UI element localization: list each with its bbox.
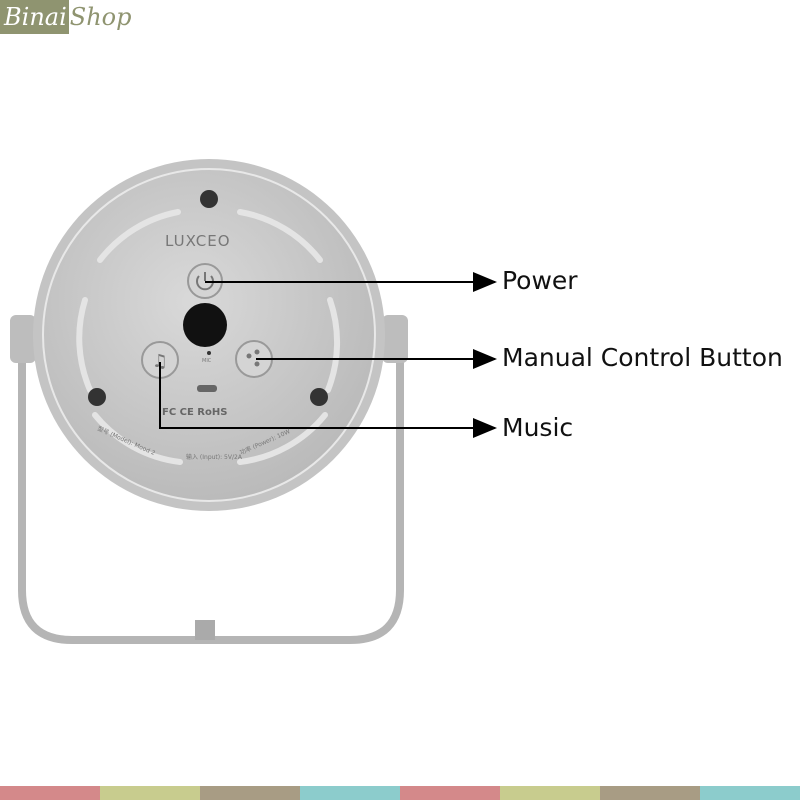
logo-part1: Binai	[0, 0, 69, 34]
callout-power: Power	[502, 266, 578, 295]
color-segment	[200, 786, 300, 800]
color-segment	[600, 786, 700, 800]
logo-part2: Shop	[69, 3, 132, 31]
color-segment	[700, 786, 800, 800]
usb-port	[197, 385, 217, 392]
dots-icon	[246, 349, 260, 367]
power-icon	[196, 272, 214, 291]
stand	[10, 315, 408, 644]
right-pivot	[382, 315, 408, 363]
lens	[183, 303, 227, 347]
callout-music: Music	[502, 413, 574, 442]
mic-hole	[207, 351, 211, 355]
left-pivot	[10, 315, 36, 363]
color-segment	[300, 786, 400, 800]
color-segment	[500, 786, 600, 800]
footer-color-bar	[0, 786, 800, 800]
callout-manual-control: Manual Control Button	[502, 343, 783, 372]
stand-screw	[195, 620, 215, 640]
arrows	[159, 272, 497, 438]
color-segment	[0, 786, 100, 800]
color-segment	[400, 786, 500, 800]
color-segment	[100, 786, 200, 800]
music-note-icon: ♫	[152, 351, 168, 372]
